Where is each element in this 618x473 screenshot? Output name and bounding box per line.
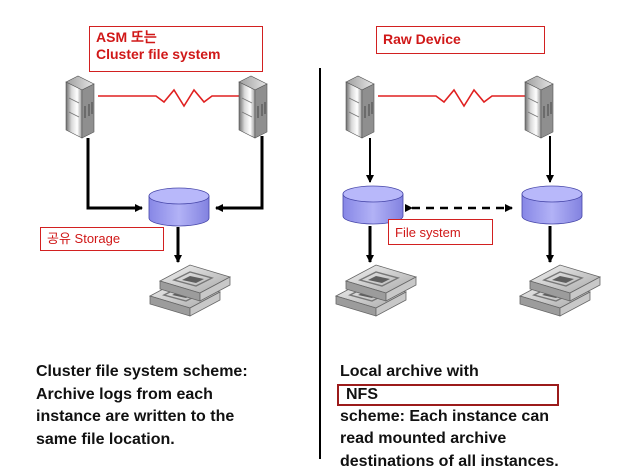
right-caption-prefix: Local archive with	[340, 363, 479, 380]
left-caption: Cluster file system scheme: Archive logs…	[36, 361, 248, 451]
right-caption-line-4: destinations of all instances.	[340, 451, 559, 473]
left-title-box: ASM 또는 Cluster file system	[89, 26, 263, 72]
right-caption: Local archive with NFS scheme: Each inst…	[340, 361, 559, 473]
server-icon	[239, 76, 267, 138]
server-icon	[525, 76, 553, 138]
tape-drive-icon	[520, 265, 600, 316]
nfs-highlight: NFS	[337, 384, 559, 406]
left-caption-line-3: instance are written to the	[36, 406, 248, 429]
disk-storage-icon	[522, 186, 582, 224]
raw-device-title-box: Raw Device	[376, 26, 545, 54]
interconnect-right	[378, 90, 530, 106]
server-icon	[66, 76, 94, 138]
left-title-line-1: ASM 또는	[96, 29, 256, 46]
shared-storage-label: 공유 Storage	[40, 227, 164, 251]
tape-drive-icon	[150, 265, 230, 316]
right-architecture	[336, 76, 600, 316]
server-icon	[346, 76, 374, 138]
raw-device-title: Raw Device	[383, 31, 461, 47]
left-caption-line-2: Archive logs from each	[36, 384, 248, 407]
left-caption-line-4: same file location.	[36, 429, 248, 452]
interconnect-left	[98, 90, 244, 106]
right-caption-line-3: read mounted archive	[340, 428, 559, 451]
file-system-label: File system	[388, 219, 493, 245]
arrow-right-server-to-storage	[216, 136, 262, 208]
left-title-line-2: Cluster file system	[96, 46, 256, 63]
right-caption-line-1: Local archive with NFS	[340, 361, 559, 406]
left-architecture	[66, 76, 267, 316]
tape-drive-icon	[336, 265, 416, 316]
shared-storage-text: 공유 Storage	[47, 231, 120, 246]
disk-storage-icon	[149, 188, 209, 226]
left-caption-line-1: Cluster file system scheme:	[36, 361, 248, 384]
right-caption-line-2: scheme: Each instance can	[340, 406, 559, 429]
file-system-text: File system	[395, 225, 461, 240]
arrow-left-server-to-storage	[88, 138, 142, 208]
